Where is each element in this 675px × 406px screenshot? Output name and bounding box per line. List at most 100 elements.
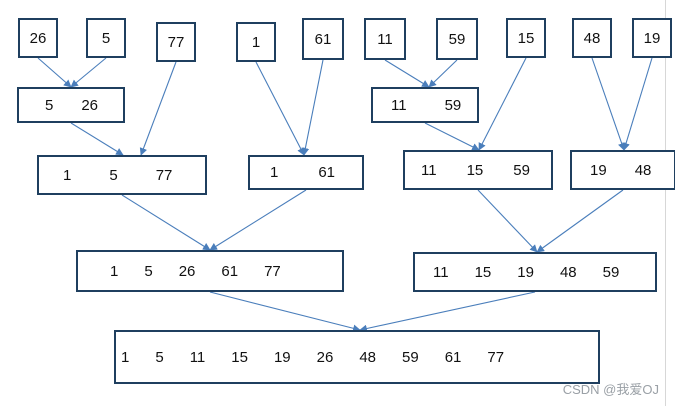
value-label: 5 — [109, 166, 118, 184]
box-values: 1 5 26 61 77 — [78, 263, 342, 280]
value-label: 5 — [144, 262, 153, 280]
value-label: 11 — [421, 161, 437, 179]
leaf-box-n61: 61 — [302, 18, 344, 60]
arrow-m1_5_77-to-m_left — [121, 194, 211, 251]
value-label: 26 — [178, 262, 196, 280]
leaf-box-n15: 15 — [506, 18, 546, 58]
value-label: 59 — [444, 96, 462, 114]
value-label: 77 — [487, 348, 505, 366]
arrow-m19_48-to-m_right — [536, 189, 624, 253]
value-label: 61 — [314, 30, 332, 48]
divider-line — [665, 0, 666, 406]
arrow-n61-to-m1_61 — [301, 59, 324, 156]
value-label: 61 — [221, 262, 239, 280]
box-values: 11 15 59 — [405, 162, 551, 179]
value-label: 5 — [101, 29, 111, 47]
leaf-box-n19: 19 — [632, 18, 672, 58]
arrow-n48-to-m19_48 — [591, 57, 626, 151]
box-values: 5 26 — [19, 97, 123, 114]
value-label: 5 — [45, 96, 54, 114]
box-values: 26 — [20, 30, 56, 47]
value-label: 1 — [270, 164, 279, 181]
leaf-box-n11: 11 — [364, 18, 406, 60]
value-label: 48 — [359, 348, 377, 366]
arrow-n77-to-m1_5_77 — [139, 61, 177, 156]
value-label: 19 — [643, 29, 661, 47]
merge-box-m11_59: 11 59 — [371, 87, 479, 123]
box-values: 61 — [304, 31, 342, 48]
leaf-box-n26: 26 — [18, 18, 58, 58]
merge-box-m_left: 1 5 26 61 77 — [76, 250, 344, 292]
value-label: 48 — [634, 161, 652, 179]
leaf-box-n1: 1 — [236, 22, 276, 62]
box-values: 77 — [158, 34, 194, 51]
merge-box-m11_15_59: 11 15 59 — [403, 150, 553, 190]
merge-box-m1_61: 1 61 — [248, 155, 364, 190]
box-values: 1 — [238, 34, 274, 51]
value-label: 48 — [559, 263, 577, 281]
leaf-box-n59: 59 — [436, 18, 478, 60]
arrow-n5-to-m5_26 — [70, 57, 107, 88]
value-label: 19 — [517, 263, 534, 281]
box-values: 59 — [438, 31, 476, 48]
value-label: 59 — [513, 161, 530, 179]
value-label: 26 — [316, 348, 334, 366]
value-label: 1 — [121, 348, 130, 366]
value-label: 1 — [251, 33, 261, 51]
value-label: 15 — [231, 348, 248, 366]
value-label: 11 — [377, 30, 393, 48]
arrow-n1-to-m1_61 — [255, 61, 305, 156]
value-label: 19 — [590, 161, 607, 179]
value-label: 11 — [189, 348, 206, 366]
arrow-m1_61-to-m_left — [209, 189, 307, 251]
arrow-n15-to-m11_15_59 — [478, 57, 527, 151]
value-label: 1 — [110, 262, 119, 280]
value-label: 15 — [474, 263, 492, 281]
value-label: 11 — [391, 96, 407, 114]
value-label: 5 — [155, 348, 164, 366]
value-label: 59 — [448, 30, 466, 48]
value-label: 26 — [81, 96, 99, 114]
box-values: 48 — [574, 30, 610, 47]
box-values: 11 59 — [373, 97, 477, 114]
arrow-m11_15_59-to-m_right — [477, 189, 538, 253]
value-label: 77 — [167, 33, 185, 51]
box-values: 15 — [508, 30, 544, 47]
arrow-m5_26-to-m1_5_77 — [70, 122, 124, 156]
merge-box-m5_26: 5 26 — [17, 87, 125, 123]
arrow-n11-to-m11_59 — [384, 59, 430, 88]
arrow-n59-to-m11_59 — [428, 59, 458, 88]
value-label: 11 — [433, 263, 449, 281]
value-label: 48 — [583, 29, 601, 47]
box-values: 5 — [88, 30, 124, 47]
value-label: 61 — [444, 348, 462, 366]
arrow-m_left-to-m_final — [209, 291, 361, 333]
box-values: 11 — [366, 31, 404, 48]
arrow-n19-to-m19_48 — [622, 57, 653, 151]
value-label: 19 — [273, 348, 291, 366]
value-label: 15 — [466, 161, 484, 179]
value-label: 1 — [63, 166, 72, 184]
leaf-box-n77: 77 — [156, 22, 196, 62]
leaf-box-n48: 48 — [572, 18, 612, 58]
box-values: 1 61 — [250, 164, 362, 181]
arrow-m11_59-to-m11_15_59 — [424, 122, 480, 151]
value-label: 77 — [264, 262, 281, 280]
value-label: 77 — [155, 166, 173, 184]
watermark: CSDN @我爱OJ — [562, 382, 659, 397]
value-label: 15 — [517, 29, 535, 47]
value-label: 26 — [29, 29, 47, 47]
arrow-m_right-to-m_final — [359, 291, 536, 333]
arrow-n26-to-m5_26 — [37, 57, 72, 88]
value-label: 61 — [318, 164, 336, 181]
